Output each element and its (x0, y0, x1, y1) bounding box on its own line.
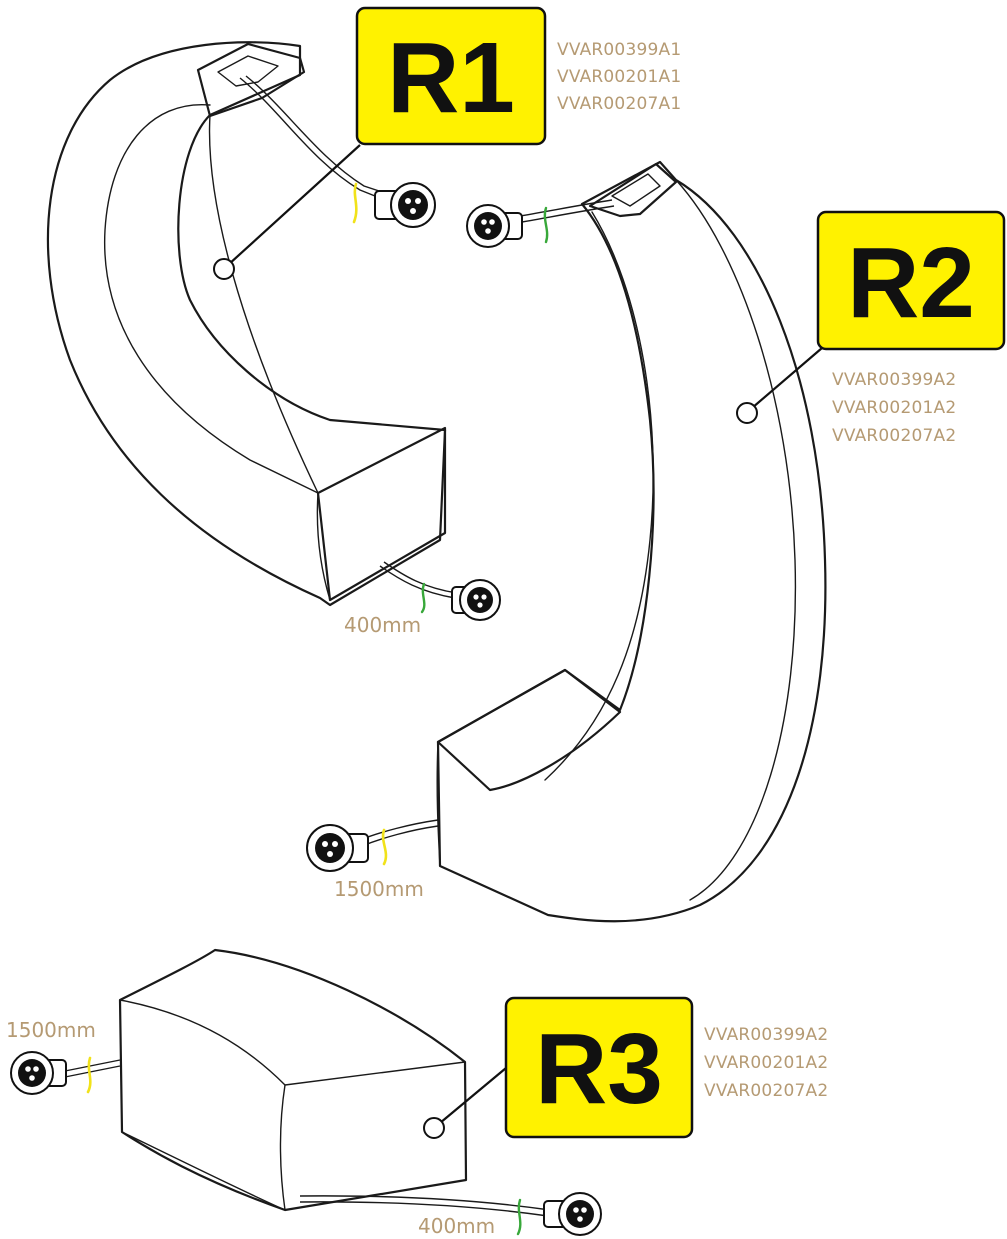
callout-circle-icon (423, 1117, 445, 1139)
connector-icon (10, 1051, 67, 1095)
r1-label-box (355, 6, 547, 146)
r2-marker-green (543, 206, 549, 244)
r1-marker-green (420, 582, 426, 614)
module-r2: 1500mm R2 VVAR00399A2 VVAR00201A2 VVAR00… (306, 160, 1006, 923)
r3-cable-length-left: 1500mm (6, 1018, 96, 1042)
r3-code-2: VVAR00201A2 (704, 1053, 828, 1073)
r1-side-line (208, 114, 319, 494)
r2-outer-edge (675, 179, 797, 901)
r3-marker-yellow (86, 1056, 92, 1094)
r1-cable-length: 400mm (344, 613, 421, 637)
r3-top-edge (119, 999, 466, 1086)
module-r3: 1500mm 400mm R3 VVAR00399A2 VVAR00201A2 … (6, 948, 828, 1238)
r2-cable-length: 1500mm (334, 877, 424, 901)
r2-code-3: VVAR00207A2 (832, 426, 956, 446)
connector-icon (543, 1192, 602, 1236)
r2-code-1: VVAR00399A2 (832, 370, 956, 390)
r3-code-3: VVAR00207A2 (704, 1081, 828, 1101)
connector-icon (306, 824, 369, 872)
r2-body-outline (436, 160, 827, 923)
r2-inner-edge (544, 211, 654, 781)
r3-body-outline (118, 948, 468, 1212)
r3-code-1: VVAR00399A2 (704, 1025, 828, 1045)
r1-cable-bottom (379, 565, 456, 599)
r3-bottom-edge (121, 1131, 286, 1211)
r3-label: R3 (535, 1013, 663, 1125)
r3-cable-length-right: 400mm (418, 1214, 495, 1238)
connector-icon (374, 182, 436, 228)
r2-seat-edge (436, 741, 441, 867)
r1-inner-edge (103, 104, 319, 494)
r1-code-1: VVAR00399A1 (557, 40, 681, 60)
r2-seat-block (436, 668, 622, 792)
r3-front-edge (279, 1084, 286, 1211)
r1-body-outline (46, 41, 447, 607)
r2-label: R2 (847, 227, 975, 339)
r2-leader (751, 347, 823, 409)
r2-cable-bottom (359, 819, 439, 841)
r1-end-block (316, 426, 447, 602)
connector-icon (466, 204, 523, 248)
r2-cable-top (519, 199, 613, 217)
r1-code-3: VVAR00207A1 (557, 94, 681, 114)
r3-label-box (504, 996, 694, 1139)
connector-icon (451, 579, 501, 621)
r2-marker-yellow (381, 828, 388, 866)
r1-marker-yellow (352, 182, 358, 224)
r1-leader (227, 144, 361, 266)
r3-cable-right (299, 1195, 551, 1211)
r1-label: R1 (387, 22, 515, 134)
r3-leader (439, 1067, 507, 1124)
callout-circle-icon (213, 258, 235, 280)
r2-label-box (816, 210, 1006, 351)
r1-code-2: VVAR00201A1 (557, 67, 681, 87)
r1-socket-recess (217, 55, 279, 87)
r2-socket-housing (588, 162, 678, 218)
module-r1: 400mm R1 VVAR00399A1 VVAR00201A1 VVAR002… (46, 6, 681, 637)
callout-circle-icon (736, 402, 758, 424)
r2-code-2: VVAR00201A2 (832, 398, 956, 418)
r3-marker-green (516, 1198, 522, 1236)
r1-socket-housing (196, 42, 306, 118)
r1-end-edge (316, 492, 331, 601)
r1-cable-top (239, 77, 381, 199)
